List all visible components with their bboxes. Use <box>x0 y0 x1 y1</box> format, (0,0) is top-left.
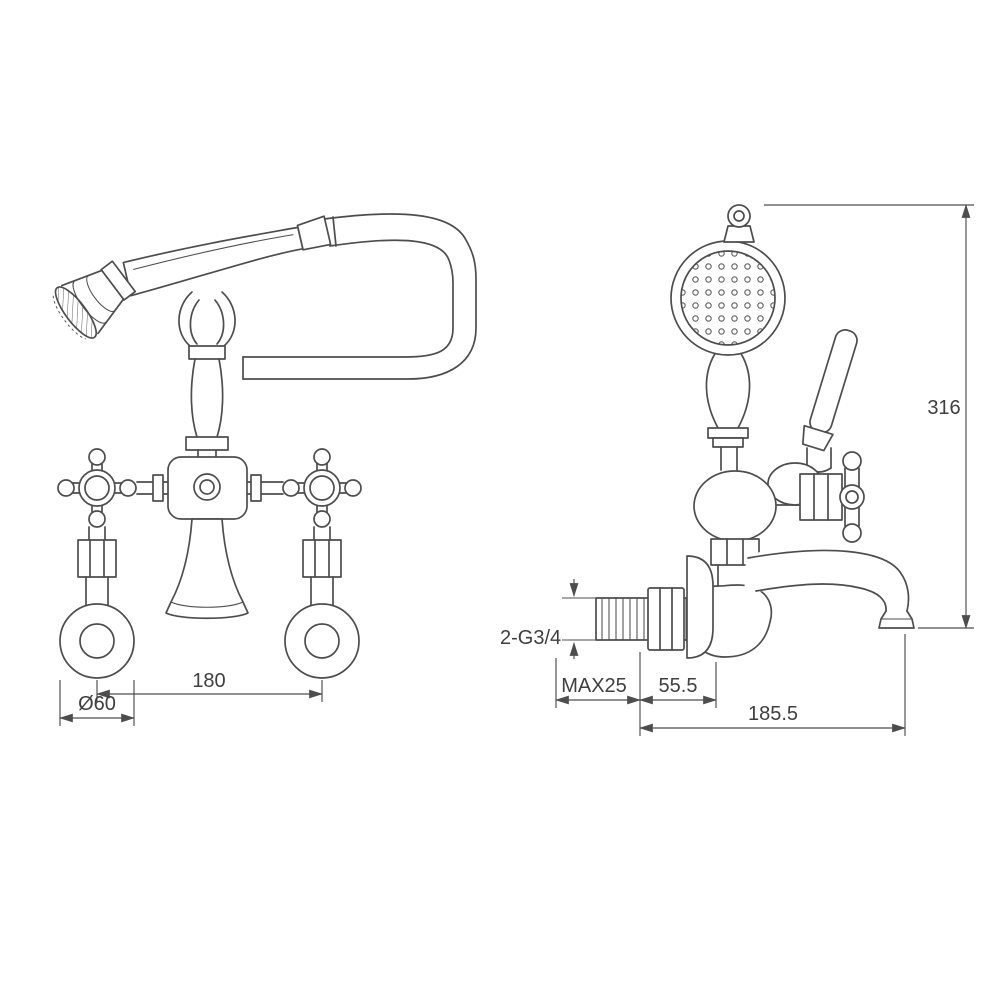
shower-hose <box>242 213 477 380</box>
diverter-lever <box>801 329 858 473</box>
dim-label-d60: Ø60 <box>78 693 116 715</box>
front-view: 180 Ø60 <box>52 213 477 726</box>
hanging-bracket <box>723 204 755 243</box>
dim-label-185-5: 185.5 <box>748 703 798 725</box>
handset <box>122 215 332 297</box>
dimension-wall-to-flange: 55.5 <box>639 662 717 708</box>
dimension-spout-reach: 185.5 <box>639 634 906 736</box>
side-valve-handle <box>767 451 865 543</box>
wall-elbow <box>686 555 773 659</box>
dim-label-max25: MAX25 <box>561 675 627 697</box>
shower-head-face <box>670 240 786 356</box>
dim-label-thread: 2-G3/4 <box>500 627 561 649</box>
dim-label-316: 316 <box>927 397 960 419</box>
cross-handle-left <box>57 448 137 528</box>
dimension-flange-diameter: Ø60 <box>59 680 135 726</box>
dim-label-180: 180 <box>192 670 225 692</box>
dimension-overall-height: 316 <box>764 204 974 629</box>
union-nut-right <box>302 526 342 611</box>
union-nut-left <box>77 526 117 611</box>
dim-label-55-5: 55.5 <box>659 675 698 697</box>
wall-inlet-thread <box>595 587 689 651</box>
dimension-max-wall: MAX25 <box>555 652 641 736</box>
dimension-center-distance: 180 <box>96 670 323 702</box>
wall-flange-right <box>284 603 360 679</box>
tub-spout-front <box>165 518 249 620</box>
tub-spout-side <box>744 547 916 629</box>
side-view: 316 2-G3/4 MAX25 55.5 185.5 <box>500 204 974 736</box>
body-connector-arms <box>136 474 284 502</box>
mixer-body <box>167 456 248 520</box>
dimension-inlet-thread: 2-G3/4 <box>500 579 596 659</box>
cross-handle-right <box>282 448 362 528</box>
handset-spray-head <box>52 260 137 340</box>
side-handset-grip <box>705 351 751 471</box>
handset-cradle-column <box>178 291 236 459</box>
wall-flange-left <box>59 603 135 679</box>
